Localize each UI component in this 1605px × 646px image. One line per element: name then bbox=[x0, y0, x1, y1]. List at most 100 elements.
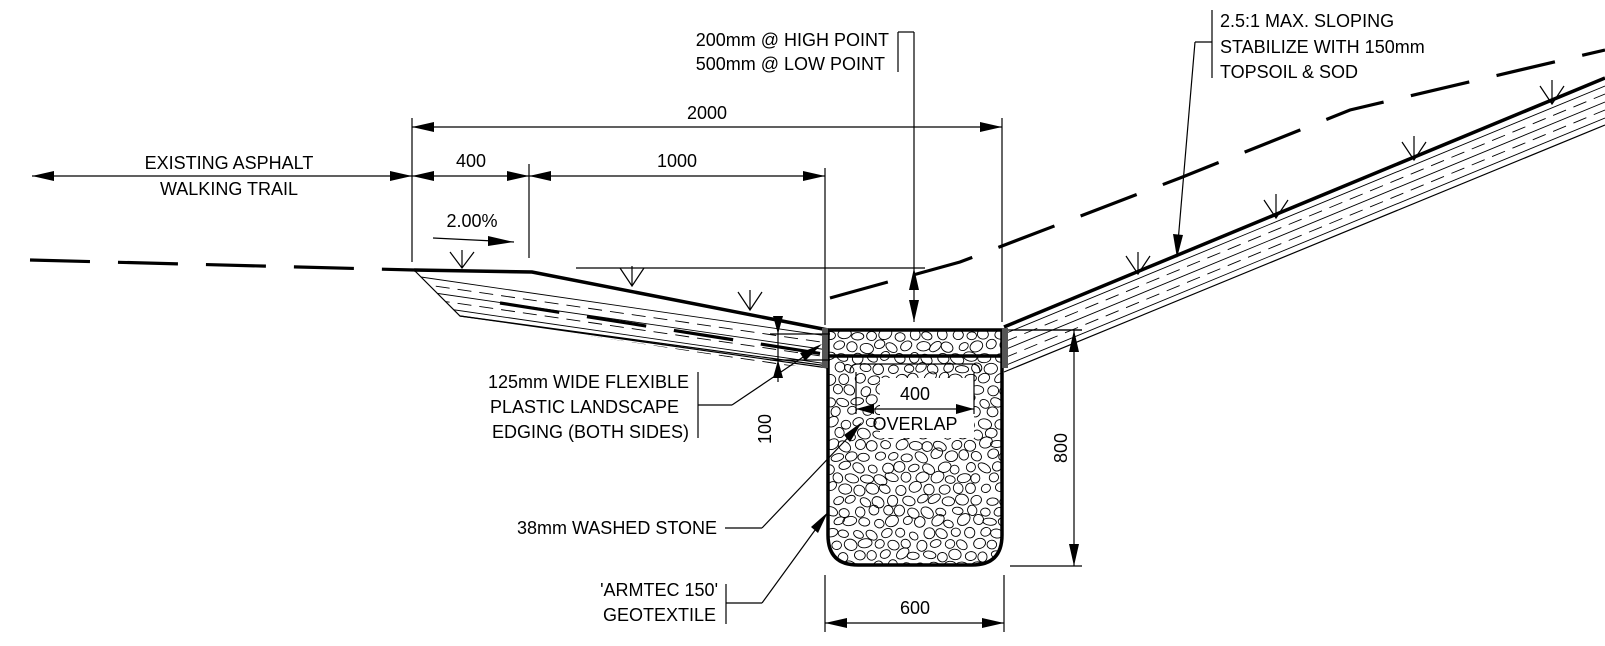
stone-pebble bbox=[909, 330, 921, 341]
slope-note-text-1: 2.5:1 MAX. SLOPING bbox=[1220, 11, 1394, 31]
dim-800: 800 bbox=[1010, 329, 1082, 567]
stone-pebble bbox=[955, 493, 969, 506]
stone-pebble bbox=[884, 472, 899, 483]
stone-pebble bbox=[958, 449, 970, 461]
stone-pebble bbox=[865, 440, 878, 452]
stone-pebble bbox=[840, 419, 852, 430]
geotextile-text-1: 'ARMTEC 150' bbox=[600, 580, 718, 600]
stone-pebble bbox=[970, 494, 982, 506]
stone-pebble bbox=[977, 551, 988, 563]
stone-pebble bbox=[935, 507, 947, 517]
stone-pebble bbox=[883, 505, 894, 516]
stone-pebble bbox=[838, 483, 853, 495]
stone-pebble bbox=[914, 562, 926, 565]
stone-pebble bbox=[952, 482, 964, 494]
stone-pebble bbox=[857, 452, 870, 462]
edging-callout: 125mm WIDE FLEXIBLE PLASTIC LANDSCAPE ED… bbox=[488, 344, 822, 442]
stone-pebble bbox=[956, 473, 972, 484]
stone-pebble bbox=[970, 473, 981, 484]
stone-pebble bbox=[880, 440, 891, 450]
stone-pebble bbox=[854, 439, 866, 450]
geotextile-callout: 'ARMTEC 150' GEOTEXTILE bbox=[600, 512, 828, 625]
stone-pebble bbox=[872, 560, 884, 565]
stone-pebble bbox=[923, 527, 936, 540]
stone-pebble bbox=[857, 538, 873, 549]
grass-ticks bbox=[449, 80, 1565, 312]
stone-pebble bbox=[914, 516, 926, 528]
stone-pebble bbox=[895, 485, 907, 496]
stone-pebble bbox=[954, 365, 970, 374]
stone-pebble bbox=[855, 506, 866, 518]
depth-text-2: 500mm @ LOW POINT bbox=[696, 54, 885, 74]
stone-pebble bbox=[887, 539, 900, 551]
stone-pebble bbox=[901, 562, 914, 565]
stone-pebble bbox=[874, 339, 886, 350]
stone-pebble bbox=[979, 399, 990, 409]
stone-pebble bbox=[908, 480, 922, 493]
dim-600: 600 bbox=[824, 575, 1005, 632]
dim-400-top-text: 400 bbox=[456, 151, 486, 171]
stone-pebble bbox=[834, 427, 845, 439]
stone-trench bbox=[822, 328, 1008, 567]
stone-pebble bbox=[990, 440, 1002, 448]
depth-callout: 200mm @ HIGH POINT 500mm @ LOW POINT bbox=[576, 30, 925, 322]
stone-pebble bbox=[929, 340, 942, 353]
stone-pebble bbox=[980, 483, 991, 493]
stone-pebble bbox=[865, 417, 877, 427]
stone-pebble bbox=[844, 451, 858, 462]
stone-pebble bbox=[837, 330, 852, 340]
stone-pebble bbox=[828, 397, 836, 408]
stone-pebble bbox=[933, 440, 947, 452]
stone-pebble bbox=[866, 330, 877, 342]
stone-pebble bbox=[902, 515, 913, 525]
stone-pebble bbox=[828, 464, 835, 475]
stone-pebble bbox=[851, 332, 865, 341]
stone-pebble bbox=[908, 463, 920, 473]
stone-pebble bbox=[927, 493, 941, 504]
stone-pebble bbox=[908, 441, 923, 451]
stone-pebble bbox=[874, 539, 885, 549]
slope-indicator: 2.00% bbox=[432, 211, 515, 246]
stone-pebble bbox=[977, 372, 991, 384]
stone-pebble bbox=[965, 482, 976, 494]
stone-pebble bbox=[875, 451, 887, 461]
stone-pebble bbox=[900, 471, 912, 483]
stone-pebble bbox=[951, 439, 963, 450]
stone-pebble bbox=[879, 549, 891, 559]
stone-pebble bbox=[832, 472, 844, 484]
stone-pebble bbox=[878, 330, 893, 341]
stone-pebble bbox=[865, 529, 878, 541]
stone-pebble bbox=[900, 340, 913, 352]
stone-pebble bbox=[930, 470, 945, 484]
stone-pebble bbox=[969, 340, 984, 353]
stone-pebble bbox=[966, 331, 977, 341]
stone-pebble bbox=[917, 493, 929, 504]
stone-pebble bbox=[990, 528, 1002, 539]
overlap-value: 400 bbox=[900, 384, 930, 404]
stone-pebble bbox=[988, 472, 999, 483]
dim-2000: 2000 bbox=[411, 103, 1003, 322]
stone-pebble bbox=[850, 397, 864, 406]
stone-pebble bbox=[859, 342, 874, 355]
stone-pebble bbox=[900, 453, 913, 463]
stone-pebble bbox=[971, 362, 983, 374]
edging-text-3: EDGING (BOTH SIDES) bbox=[492, 422, 689, 442]
stone-pebble bbox=[906, 551, 920, 560]
stone-pebble bbox=[837, 529, 849, 538]
stone-pebble bbox=[929, 539, 942, 548]
stone-pebble bbox=[921, 331, 933, 341]
stone-pebble bbox=[956, 539, 968, 551]
stone-pebble bbox=[941, 496, 956, 507]
stone-pebble bbox=[859, 474, 874, 484]
stone-pebble bbox=[865, 482, 880, 495]
stone-pebble bbox=[994, 482, 1002, 492]
stone-pebble bbox=[949, 464, 960, 475]
stone-pebble bbox=[964, 551, 977, 561]
stone-pebble bbox=[853, 484, 866, 497]
stone-pebble bbox=[986, 497, 999, 506]
stone-pebble bbox=[830, 453, 845, 462]
stone-pebble bbox=[895, 527, 906, 538]
stone-pebble bbox=[859, 497, 872, 508]
stone-pebble bbox=[940, 341, 954, 353]
stone-pebble bbox=[902, 495, 916, 507]
